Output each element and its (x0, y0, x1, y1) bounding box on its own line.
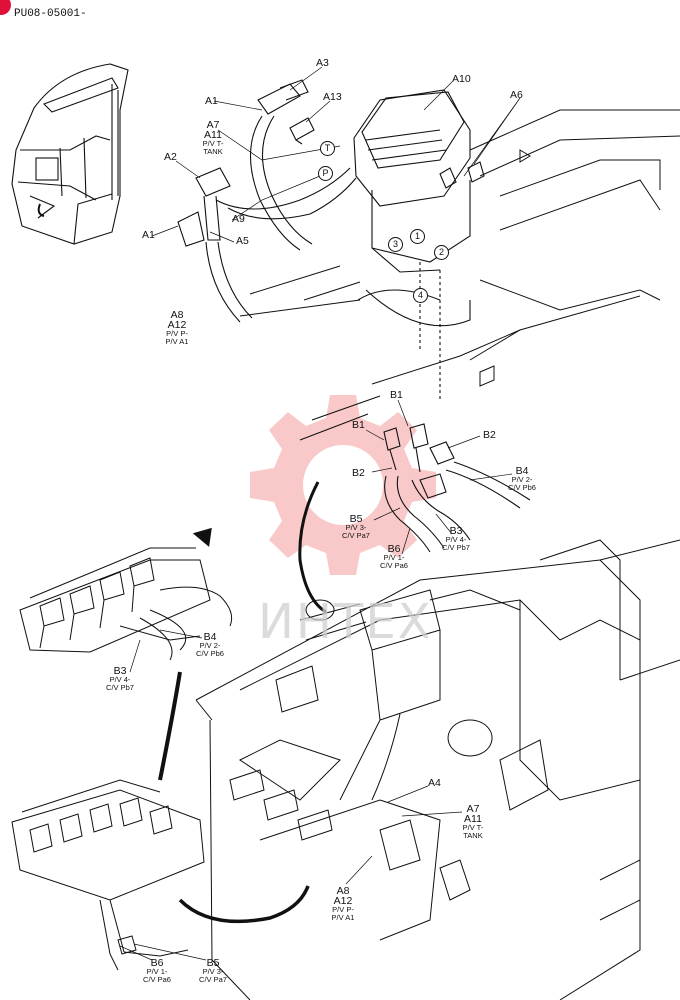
pilot-valve-body (353, 89, 485, 400)
callout-a9: A9 (232, 213, 245, 225)
cab-illustration (11, 63, 129, 245)
callout-a6: A6 (510, 89, 523, 101)
callout-b3-left: B3 P/V 4- C/V Pb7 (106, 665, 134, 692)
callout-a3: A3 (316, 57, 329, 69)
callout-b3-mid: B3 P/V 4- C/V Pb7 (442, 525, 470, 552)
upper-hose-assembly (177, 79, 357, 323)
callout-a1-top: A1 (205, 95, 218, 107)
control-valve-left-lower (11, 779, 205, 971)
callout-pump-bottom: A8 A12 P/V P- P/V A1 (331, 885, 355, 922)
callout-a13: A13 (323, 91, 342, 103)
callout-a4: A4 (428, 777, 441, 789)
callout-b4-left: B4 P/V 2- C/V Pb6 (196, 631, 224, 658)
callout-b6-mid: B6 P/V 1- C/V Pa6 (380, 543, 408, 570)
callout-a10: A10 (452, 73, 471, 85)
chassis-frame-lower (195, 539, 680, 1000)
brand-dot-icon (0, 0, 11, 15)
port-1-marker: 1 (410, 229, 425, 244)
mid-connector-group (299, 395, 531, 553)
port-2-marker: 2 (434, 245, 449, 260)
callout-b2-left: B2 (352, 467, 365, 479)
callout-pump-top: A8 A12 P/V P- P/V A1 (165, 309, 189, 346)
callout-b5-mid: B5 P/V 3- C/V Pa7 (342, 513, 370, 540)
callout-b1-left: B1 (352, 419, 365, 431)
callout-b6-bottom: B6 P/V 1- C/V Pa6 (143, 957, 171, 984)
callout-b1-right: B1 (390, 389, 403, 401)
leader-lines (119, 66, 521, 961)
callout-a2: A2 (164, 151, 177, 163)
watermark-text: ИНТЕХ (258, 594, 433, 650)
callout-b5-bottom: B5 P/V 3- C/V Pa7 (199, 957, 227, 984)
callout-b4-mid: B4 P/V 2- C/V Pb6 (508, 465, 536, 492)
chassis-frame-upper (239, 109, 680, 387)
callout-tank-bottom: A7 A11 P/V T- TANK (462, 803, 484, 840)
port-4-marker: 4 (413, 288, 428, 303)
diagram-code: PU08-05001- (14, 8, 87, 20)
port-p-marker: P (318, 166, 333, 181)
port-t-marker: T (320, 141, 335, 156)
port-3-marker: 3 (388, 237, 403, 252)
callout-a5: A5 (236, 235, 249, 247)
callout-a1-bottom: A1 (142, 229, 155, 241)
gear-wheel-icon (250, 395, 436, 575)
callout-tank-top: A7 A11 P/V T- TANK (202, 119, 224, 156)
direction-arrows (158, 481, 327, 924)
control-valve-left-upper (19, 547, 233, 661)
callout-b2-right: B2 (483, 429, 496, 441)
